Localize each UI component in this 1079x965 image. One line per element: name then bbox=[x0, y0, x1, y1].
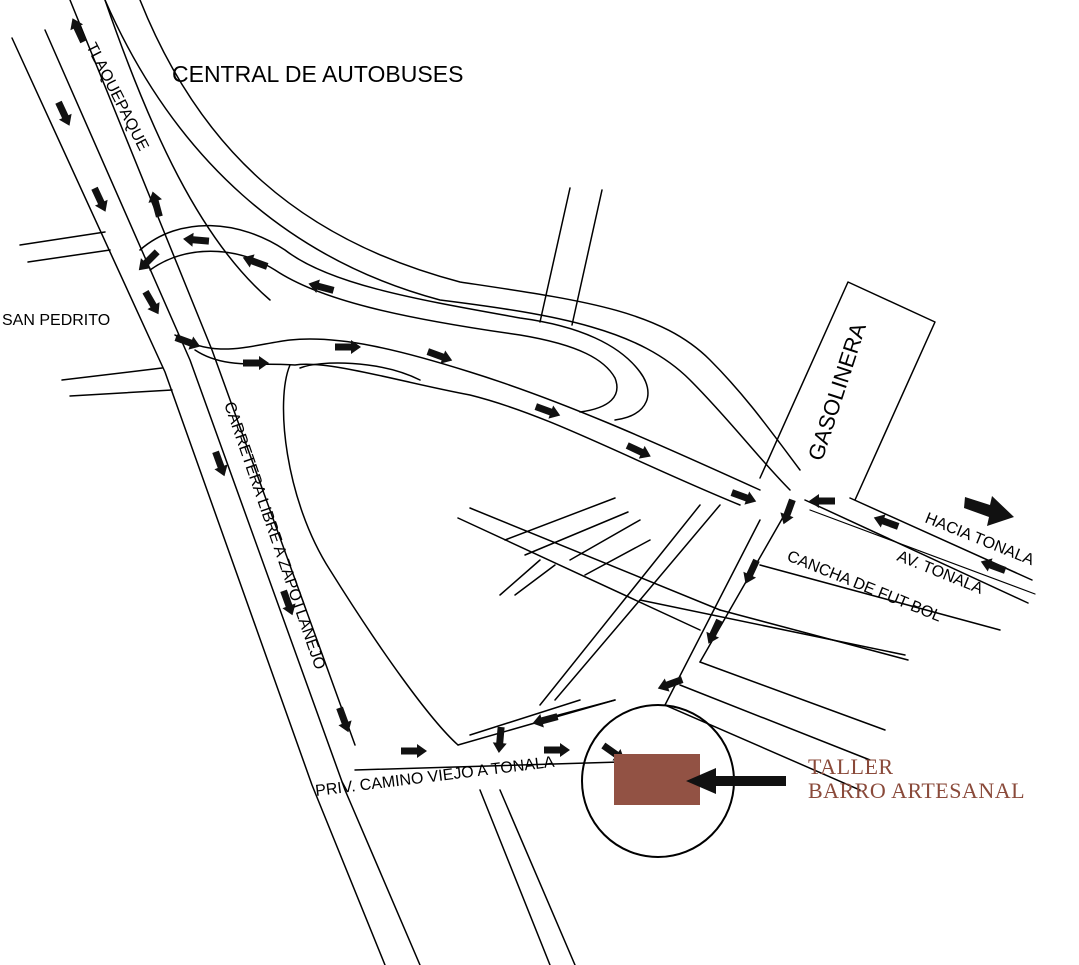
arrow-icon bbox=[809, 494, 835, 508]
arrow-icon bbox=[133, 246, 163, 276]
hacia-tonala-arrow-icon bbox=[964, 496, 1014, 526]
roads bbox=[11, 0, 1036, 965]
taller-building bbox=[614, 754, 700, 805]
labels: CENTRAL DE AUTOBUSES TLAQUEPAQUE SAN PED… bbox=[2, 40, 1037, 803]
label-taller: TALLER bbox=[808, 754, 894, 779]
arrow-icon bbox=[52, 99, 76, 129]
arrow-icon bbox=[425, 344, 455, 368]
label-central: CENTRAL DE AUTOBUSES bbox=[172, 61, 463, 87]
arrow-icon bbox=[739, 557, 763, 587]
arrow-icon bbox=[243, 356, 269, 370]
arrow-icon bbox=[306, 276, 336, 298]
label-av-tonala: AV. TONALA bbox=[895, 548, 986, 598]
arrow-icon bbox=[729, 485, 759, 509]
arrow-icon bbox=[702, 617, 726, 647]
label-san-pedrito: SAN PEDRITO bbox=[2, 312, 110, 329]
arrow-icon bbox=[182, 231, 210, 249]
label-priv: PRIV. CAMINO VIEJO A TONALA bbox=[314, 754, 555, 800]
taller-marker bbox=[581, 704, 786, 858]
arrow-icon bbox=[332, 705, 356, 735]
arrow-icon bbox=[401, 744, 427, 758]
label-barro-artesanal: BARRO ARTESANAL bbox=[808, 778, 1025, 803]
arrow-icon bbox=[173, 330, 203, 354]
arrow-icon bbox=[240, 250, 270, 274]
direction-arrows bbox=[52, 15, 1014, 767]
pointer-arrow-icon bbox=[686, 768, 786, 794]
label-hacia-tonala: HACIA TONALA bbox=[923, 510, 1037, 569]
label-gasolinera: GASOLINERA bbox=[803, 319, 871, 463]
arrow-icon bbox=[530, 709, 560, 731]
arrow-icon bbox=[491, 726, 509, 754]
arrow-icon bbox=[624, 439, 654, 463]
